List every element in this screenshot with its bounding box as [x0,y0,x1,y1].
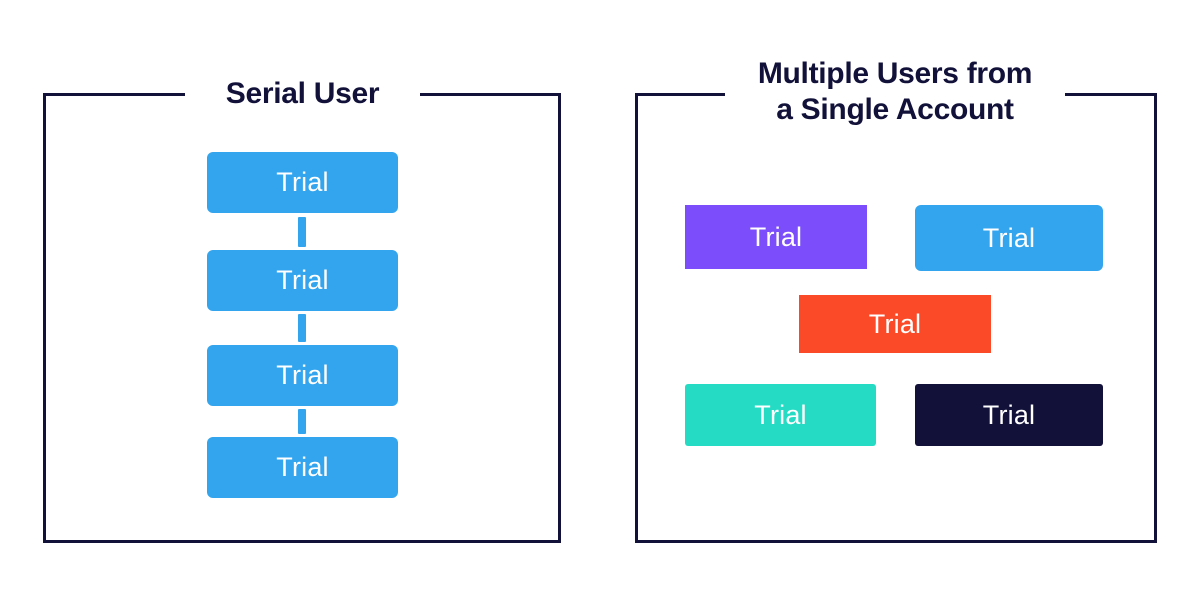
trial-connector [298,409,306,434]
trial-box-label: Trial [276,167,329,197]
trial-box-label: Trial [868,308,922,339]
panel-title-line: Multiple Users from [757,57,1033,90]
panel-title-serial-user: Serial User [185,76,420,112]
panel-title-line: Serial User [225,77,380,110]
panel-frame-left [635,93,638,543]
trial-box-blue[interactable]: Trial [207,152,398,213]
panel-title-line: a Single Account [776,93,1014,126]
panel-frame-left [43,93,46,543]
trial-box-label: Trial [754,399,807,430]
trial-box-label: Trial [276,452,329,482]
trial-box-blue[interactable]: Trial [207,250,398,311]
trial-box-navy[interactable]: Trial [915,384,1103,446]
trial-box-label: Trial [982,222,1036,253]
panel-frame-top-right-segment [410,93,561,96]
trial-box-blue[interactable]: Trial [207,345,398,406]
trial-box-red[interactable]: Trial [799,295,991,353]
panel-frame-bottom [635,540,1157,543]
trial-box-label: Trial [276,360,329,390]
trial-box-label: Trial [276,265,329,295]
trial-connector [298,217,306,247]
trial-box-blue[interactable]: Trial [207,437,398,498]
panel-frame-top-right-segment [1055,93,1157,96]
panel-frame-bottom [43,540,561,543]
panel-frame-top-left-segment [635,93,735,96]
trial-box-label: Trial [749,221,803,252]
trial-box-teal[interactable]: Trial [685,384,876,446]
panel-frame-right [1154,93,1157,543]
trial-box-label: Trial [982,399,1036,430]
panel-frame-top-left-segment [43,93,195,96]
trial-box-purple[interactable]: Trial [685,205,867,269]
panel-frame-right [558,93,561,543]
trial-box-blue[interactable]: Trial [915,205,1103,271]
trial-connector [298,314,306,342]
